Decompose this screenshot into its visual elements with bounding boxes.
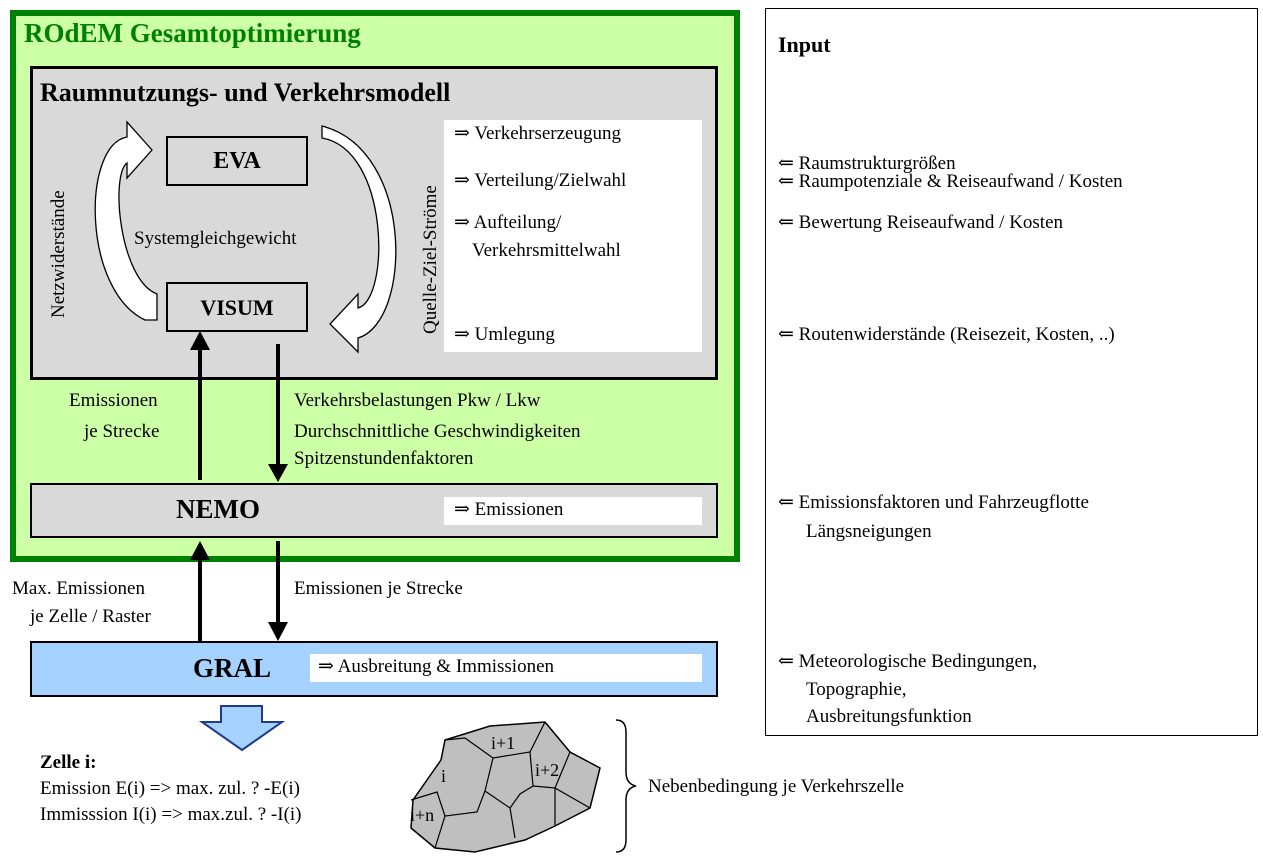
- gral-output-panel: [310, 654, 702, 682]
- nemo-output: ⇒ Emissionen: [454, 499, 564, 520]
- nemo-label: NEMO: [176, 494, 260, 524]
- input-topographie: Topographie,: [806, 679, 907, 700]
- cell-label-in: i+n: [410, 805, 435, 825]
- cell-label-i: i: [441, 766, 447, 786]
- model-title: Raumnutzungs- und Verkehrsmodell: [40, 78, 451, 107]
- input-emissionsfaktoren: ⇐ Emissionsfaktoren und Fahrzeugflotte: [778, 492, 1089, 513]
- cell-emission-line: Emission E(i) => max. zul. ? -E(i): [40, 778, 300, 799]
- verkehrsbelastungen-label: Verkehrsbelastungen Pkw / Lkw: [294, 390, 541, 411]
- step-verkehrsmittelwahl: Verkehrsmittelwahl: [472, 240, 621, 261]
- geschwindigkeiten-label: Durchschnittliche Geschwindigkeiten: [294, 421, 581, 442]
- input-meteorologie: ⇐ Meteorologische Bedingungen,: [778, 651, 1038, 672]
- constraint-label: Nebenbedingung je Verkehrszelle: [648, 776, 905, 797]
- input-raumstruktur: ⇐ Raumstrukturgrößen: [778, 153, 956, 174]
- cell-label-i1: i+1: [491, 733, 516, 753]
- block-arrow-down-icon: [198, 705, 286, 752]
- traffic-cells-map: [410, 721, 601, 853]
- input-laengsneigungen: Längsneigungen: [806, 521, 932, 542]
- visum-label: VISUM: [200, 295, 274, 320]
- emissionen-label-1: Emissionen: [69, 390, 158, 411]
- gral-output: ⇒ Ausbreitung & Immissionen: [318, 656, 554, 677]
- eva-box: [166, 136, 308, 186]
- visum-box: [166, 282, 308, 332]
- left-cycle-arrow: [94, 120, 158, 321]
- step-verkehrserzeugung: ⇒ Verkehrserzeugung: [454, 123, 621, 144]
- step-umlegung: ⇒ Umlegung: [454, 324, 555, 345]
- right-cycle-arrow: [321, 125, 397, 354]
- spitzenstunden-label: Spitzenstundenfaktoren: [294, 448, 474, 469]
- gral-label: GRAL: [193, 653, 272, 683]
- input-ausbreitungsfunktion: Ausbreitungsfunktion: [806, 706, 972, 727]
- input-panel: [765, 8, 1258, 736]
- flow-arrows: [190, 331, 288, 641]
- max-emissionen-label-1: Max. Emissionen: [12, 578, 145, 599]
- cell-label-i2: i+2: [535, 760, 560, 780]
- cells-outline: [410, 721, 601, 853]
- input-bewertung: ⇐ Bewertung Reiseaufwand / Kosten: [778, 212, 1064, 233]
- system-equilibrium-label: Systemgleichgewicht: [134, 228, 297, 249]
- cycle-arrows: [94, 120, 397, 354]
- brace-icon: [615, 719, 637, 853]
- input-raumpotenziale: ⇐ Raumpotenziale & Reiseaufwand / Kosten: [778, 171, 1123, 192]
- cell-immission-line: Immisssion I(i) => max.zul. ? -I(i): [40, 804, 302, 825]
- input-title: Input: [778, 32, 831, 57]
- step-aufteilung: ⇒ Aufteilung/: [454, 212, 562, 233]
- step-verteilung: ⇒ Verteilung/Zielwahl: [454, 170, 627, 191]
- eva-label: EVA: [213, 148, 261, 174]
- cell-title: Zelle i:: [40, 752, 97, 773]
- emissionen-strecke-label: Emissionen je Strecke: [294, 578, 463, 599]
- rodem-title: ROdEM Gesamtoptimierung: [24, 18, 361, 48]
- steps-panel: [444, 120, 702, 352]
- input-routenwiderstaende: ⇐ Routenwiderstände (Reisezeit, Kosten, …: [778, 324, 1115, 345]
- max-emissionen-label-2: je Zelle / Raster: [30, 606, 151, 627]
- nemo-output-panel: [444, 497, 702, 525]
- emissionen-label-2: je Strecke: [84, 421, 160, 442]
- nemo-box: [30, 483, 718, 538]
